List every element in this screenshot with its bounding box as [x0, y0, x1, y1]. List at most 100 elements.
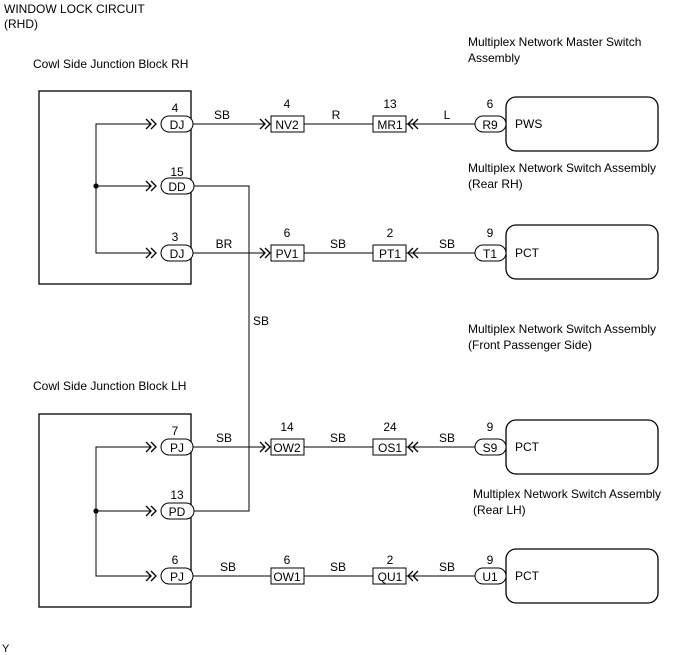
- connector-arrow-icon: [264, 247, 271, 259]
- connector-arrow-icon: [259, 118, 266, 130]
- inline-connector-code: MR1: [377, 118, 403, 132]
- junction-terminal-code: PD: [169, 505, 186, 519]
- inline-connector-code: OW2: [273, 441, 301, 455]
- junction-lh-splice-dot: [93, 508, 99, 514]
- device-pin-number: 9: [487, 420, 494, 434]
- device-pin-number: 6: [487, 97, 494, 111]
- connector-arrow-icon: [150, 247, 157, 259]
- wire-color-label: R: [332, 108, 341, 122]
- device-terminal-code: U1: [482, 570, 498, 584]
- junction-terminal-code: PJ: [170, 441, 184, 455]
- footer-mark: Y: [2, 643, 10, 655]
- wire-color-label: SB: [216, 431, 232, 445]
- junction-pin-number: 6: [172, 553, 179, 567]
- connector-pin-number: 6: [284, 226, 291, 240]
- connector-arrow-icon: [145, 441, 152, 453]
- front-passenger-switch-label-line1: Multiplex Network Switch Assembly: [468, 322, 656, 336]
- device-name: PWS: [515, 117, 542, 131]
- connector-pin-number: 13: [383, 97, 397, 111]
- connector-pin-number: 24: [383, 420, 397, 434]
- wire-color-label: SB: [330, 560, 346, 574]
- device-name: PCT: [515, 569, 540, 583]
- connector-arrow-icon: [150, 570, 157, 582]
- connector-arrow-icon: [150, 441, 157, 453]
- connector-arrow-icon: [145, 570, 152, 582]
- wire-color-label: SB: [439, 431, 455, 445]
- wire-color-label: SB: [439, 237, 455, 251]
- master-switch-label-line1: Multiplex Network Master Switch: [468, 35, 641, 49]
- connector-arrow-icon: [259, 247, 266, 259]
- junction-pin-number: 3: [172, 230, 179, 244]
- junction-terminal: [160, 502, 195, 520]
- connector-arrow-icon: [145, 118, 152, 130]
- device-pin-number: 9: [487, 226, 494, 240]
- connector-arrow-icon: [145, 247, 152, 259]
- diagram-subtitle: (RHD): [4, 17, 38, 31]
- junction-block-lh-label: Cowl Side Junction Block LH: [33, 379, 186, 393]
- connector-arrow-icon: [264, 441, 271, 453]
- wire-color-label: SB: [220, 560, 236, 574]
- wire-color-label: SB: [439, 560, 455, 574]
- connector-pin-number: 6: [284, 553, 291, 567]
- master-switch-label-line2: Assembly: [468, 51, 520, 65]
- dd-to-pd-wire: [194, 185, 250, 512]
- connector-arrow-icon: [150, 505, 157, 517]
- connector-arrow-icon: [150, 118, 157, 130]
- circuit-row-5: 13 PD: [145, 488, 195, 520]
- device-terminal-code: S9: [483, 441, 498, 455]
- connector-arrow-icon: [259, 441, 266, 453]
- junction-pin-number: 15: [170, 165, 184, 179]
- connector-pin-number: 4: [284, 97, 291, 111]
- device-terminal: [474, 567, 507, 585]
- circuit-row-2: 15 DD: [145, 165, 195, 195]
- device-name: PCT: [515, 246, 540, 260]
- inline-connector-code: QU1: [378, 570, 403, 584]
- device-name: PCT: [515, 440, 540, 454]
- inline-connector-code: OW1: [273, 570, 301, 584]
- connector-pin-number: 2: [387, 226, 394, 240]
- rear-lh-switch-label-line2: (Rear LH): [473, 503, 526, 517]
- rear-rh-switch-label-line1: Multiplex Network Switch Assembly: [468, 161, 656, 175]
- vertical-wire-color: SB: [253, 314, 269, 328]
- junction-pin-number: 7: [172, 424, 179, 438]
- junction-pin-number: 13: [170, 488, 184, 502]
- connector-arrow-icon: [264, 118, 271, 130]
- device-terminal: [474, 115, 507, 133]
- inline-connector-code: NV2: [275, 118, 299, 132]
- wire-color-label: BR: [216, 237, 233, 251]
- junction-terminal-code: DJ: [170, 118, 185, 132]
- diagram-title: WINDOW LOCK CIRCUIT: [4, 2, 145, 16]
- inline-connector-code: PT1: [379, 247, 401, 261]
- junction-rh-splice-dot: [93, 183, 99, 189]
- connector-arrow-icon: [145, 505, 152, 517]
- wire-color-label: L: [444, 108, 451, 122]
- circuit-row-4: 7 PJ SB 14 OW2 SB 24 OS1 SB 9 S9 PCT: [145, 420, 540, 456]
- wire-color-label: SB: [330, 431, 346, 445]
- junction-pin-number: 4: [172, 101, 179, 115]
- front-passenger-switch-label-line2: (Front Passenger Side): [468, 338, 592, 352]
- junction-terminal: [160, 177, 195, 195]
- device-pin-number: 9: [487, 553, 494, 567]
- device-terminal-code: T1: [483, 247, 497, 261]
- junction-terminal-code: DD: [168, 180, 186, 194]
- wire-color-label: SB: [330, 237, 346, 251]
- connector-pin-number: 14: [280, 420, 294, 434]
- junction-terminal-code: PJ: [170, 570, 184, 584]
- junction-terminal-code: DJ: [170, 247, 185, 261]
- circuit-row-3: 3 DJ BR 6 PV1 SB 2 PT1 SB 9 T1 PCT: [145, 226, 540, 262]
- connector-arrow-icon: [150, 180, 157, 192]
- junction-block-rh-label: Cowl Side Junction Block RH: [33, 57, 188, 71]
- inline-connector-code: OS1: [378, 441, 402, 455]
- wire-color-label: SB: [214, 108, 230, 122]
- circuit-row-6: 6 PJ SB 6 OW1 SB 2 QU1 SB 9 U1 PCT: [145, 553, 540, 585]
- rear-lh-switch-label-line1: Multiplex Network Switch Assembly: [473, 487, 661, 501]
- connector-arrow-icon: [145, 180, 152, 192]
- device-terminal: [474, 438, 507, 456]
- rear-rh-switch-label-line2: (Rear RH): [468, 177, 523, 191]
- device-terminal: [474, 244, 507, 262]
- inline-connector-code: PV1: [276, 247, 299, 261]
- device-terminal-code: R9: [482, 118, 498, 132]
- connector-pin-number: 2: [387, 553, 394, 567]
- circuit-row-1: 4 DJ SB 4 NV2 R 13 MR1 L 6 R9 PWS: [145, 97, 542, 133]
